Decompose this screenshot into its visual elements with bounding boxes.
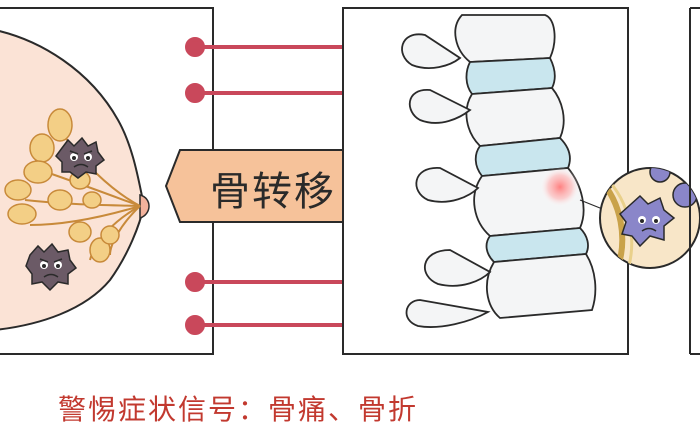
cancer-cell-character	[55, 136, 106, 179]
tumor-hotspot	[540, 167, 580, 207]
warning-caption: 警惕症状信号：骨痛、骨折	[58, 393, 419, 426]
spine-panel	[342, 7, 629, 355]
cancer-cell-character	[25, 242, 78, 292]
breast-anatomy-illustration	[0, 30, 150, 331]
spine-vertebrae-illustration	[401, 14, 597, 328]
